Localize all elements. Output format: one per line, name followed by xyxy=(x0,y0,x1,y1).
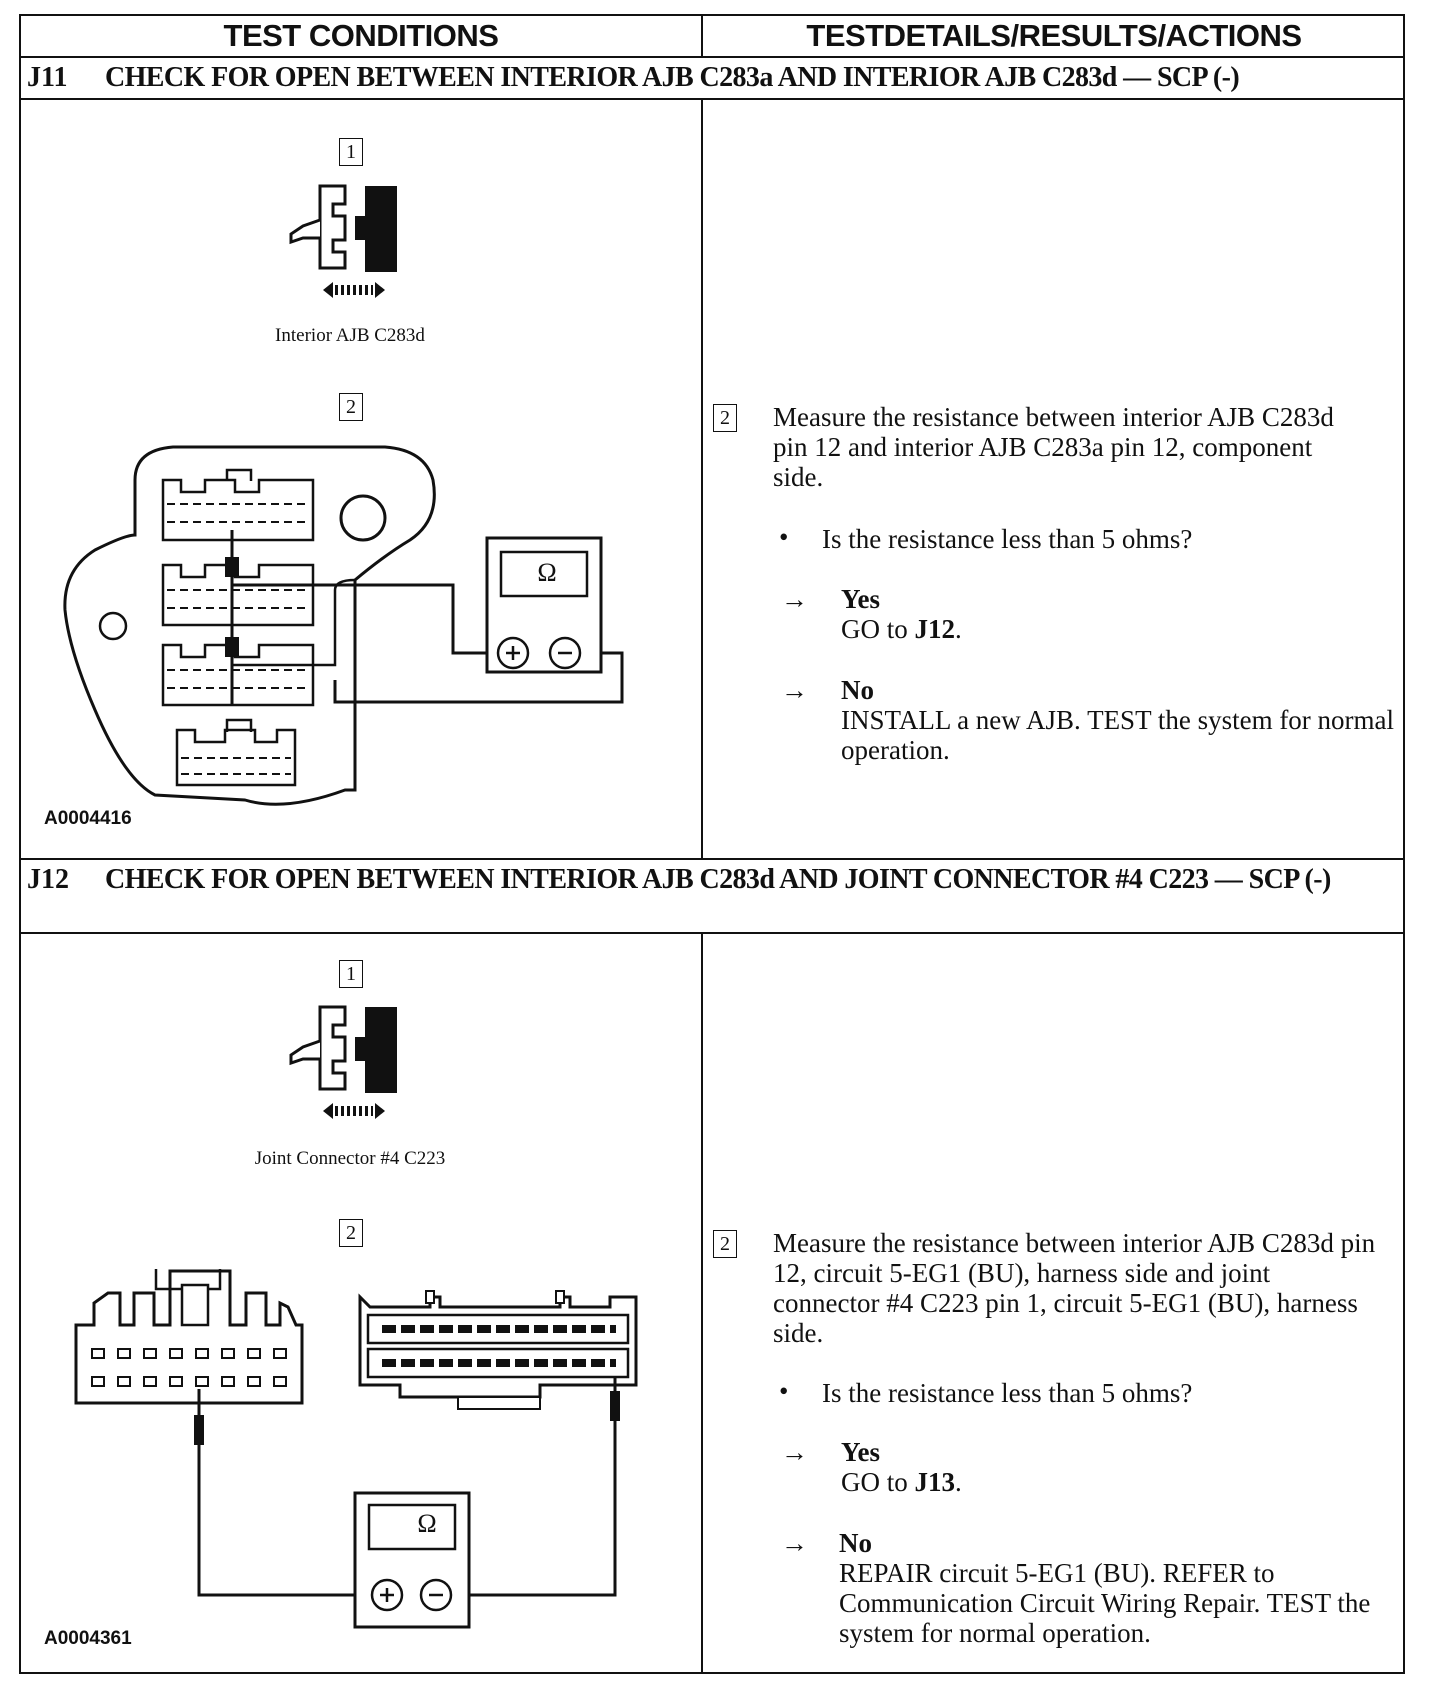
j11-no-label: No xyxy=(841,675,874,705)
j11-yes-action-suffix: . xyxy=(955,614,962,644)
j11-no-arrow-icon: → xyxy=(781,675,808,705)
j11-yes-action-target[interactable]: J12 xyxy=(914,614,956,644)
diagnostic-table: TEST CONDITIONS TESTDETAILS/RESULTS/ACTI… xyxy=(19,14,1405,1674)
j12-artwork-id: A0004361 xyxy=(44,1628,132,1649)
j12-connector-resistance-diagram xyxy=(74,1269,638,1629)
j11-disconnect-connector-icon xyxy=(289,184,397,298)
j11-no-block: No INSTALL a new AJB. TEST the system fo… xyxy=(841,675,1401,765)
j12-no-block: No REPAIR circuit 5-EG1 (BU). REFER to C… xyxy=(839,1528,1404,1648)
j12-detail-text: Measure the resistance between interior … xyxy=(773,1228,1376,1348)
j12-yes-action-prefix: GO to xyxy=(841,1467,915,1497)
j12-yes-action-target[interactable]: J13 xyxy=(914,1467,956,1497)
j11-yes-action-prefix: GO to xyxy=(841,614,915,644)
j11-yes-arrow-icon: → xyxy=(781,584,808,614)
section-j11-title-rule xyxy=(21,98,1403,100)
j12-detail-step-box: 2 xyxy=(713,1230,737,1258)
section-j11-title-row: J11 CHECK FOR OPEN BETWEEN INTERIOR AJB … xyxy=(21,60,1403,96)
header-test-conditions: TEST CONDITIONS xyxy=(223,18,499,53)
j12-yes-label: Yes xyxy=(841,1437,880,1467)
section-j12-title: CHECK FOR OPEN BETWEEN INTERIOR AJB C283… xyxy=(105,864,1331,895)
j12-bullet-icon: • xyxy=(779,1376,789,1406)
j11-artwork-id: A0004416 xyxy=(44,808,132,829)
j11-question: Is the resistance less than 5 ohms? xyxy=(822,524,1193,554)
j12-step1-box: 1 xyxy=(339,960,363,988)
section-j12-divider xyxy=(701,932,703,1674)
j12-yes-block: Yes GO to J13. xyxy=(841,1437,962,1497)
section-j12-title-row: J12 CHECK FOR OPEN BETWEEN INTERIOR AJB … xyxy=(21,862,1403,932)
j12-yes-arrow-icon: → xyxy=(781,1437,808,1467)
j11-step1-caption: Interior AJB C283d xyxy=(275,325,425,346)
header-test-details: TESTDETAILS/RESULTS/ACTIONS xyxy=(806,18,1302,53)
j12-no-action: REPAIR circuit 5-EG1 (BU). REFER to Comm… xyxy=(839,1558,1371,1648)
section-j11-divider xyxy=(701,98,703,858)
j11-ajb-resistance-diagram xyxy=(63,445,624,806)
j11-step1-box: 1 xyxy=(339,138,363,166)
j11-detail-step-box: 2 xyxy=(713,404,737,432)
j12-yes-action-suffix: . xyxy=(955,1467,962,1497)
j11-bullet-icon: • xyxy=(779,522,789,552)
j12-step2-box: 2 xyxy=(339,1219,363,1247)
j11-yes-label: Yes xyxy=(841,584,880,614)
j12-no-label: No xyxy=(839,1528,872,1558)
j11-detail-text: Measure the resistance between interior … xyxy=(773,402,1334,492)
section-j12-title-rule xyxy=(21,932,1403,934)
j11-no-action: INSTALL a new AJB. TEST the system for n… xyxy=(841,705,1395,765)
section-j11-title: CHECK FOR OPEN BETWEEN INTERIOR AJB C283… xyxy=(105,62,1240,93)
j12-question: Is the resistance less than 5 ohms? xyxy=(822,1378,1193,1408)
j12-disconnect-connector-icon xyxy=(289,1005,397,1119)
j12-no-arrow-icon: → xyxy=(781,1528,808,1558)
section-j12-number: J12 xyxy=(27,864,69,895)
header-rule xyxy=(21,56,1403,58)
j12-step1-caption: Joint Connector #4 C223 xyxy=(254,1148,446,1169)
j11-yes-block: Yes GO to J12. xyxy=(841,584,962,644)
j11-step2-box: 2 xyxy=(339,393,363,421)
section-j11-number: J11 xyxy=(27,62,68,93)
j12-ohmmeter-symbol: Ω xyxy=(417,1509,437,1538)
section-j11-bottom-rule xyxy=(21,858,1403,860)
j11-ohmmeter-symbol: Ω xyxy=(537,558,557,587)
header-divider xyxy=(701,16,703,56)
